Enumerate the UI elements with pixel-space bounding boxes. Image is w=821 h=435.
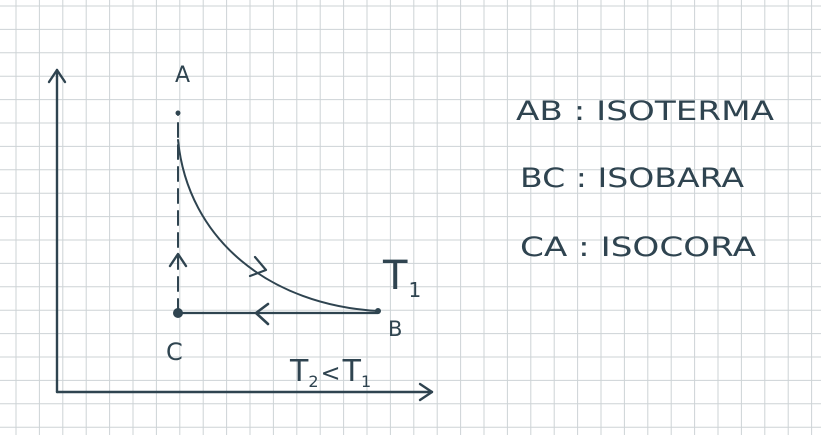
isotherm-curve-ab	[177, 139, 379, 312]
label-a: A	[175, 63, 190, 88]
axes	[47, 68, 434, 402]
arrow-ab-icon	[248, 255, 268, 278]
point-c-dot	[173, 308, 183, 318]
cycle-paths	[168, 111, 380, 326]
label-t2-less-t1: T2<T1	[289, 354, 371, 391]
legend-ab-isoterma: AB : ISOTERMA	[516, 96, 775, 127]
arrow-bc-icon	[254, 302, 270, 326]
label-b: B	[388, 317, 402, 341]
y-axis-arrowhead	[47, 68, 67, 84]
arrow-ca-icon	[168, 252, 188, 268]
label-c: C	[166, 338, 183, 366]
process-legend: AB : ISOTERMA BC : ISOBARA CA : ISOCORA	[516, 96, 775, 263]
legend-bc-isobara: BC : ISOBARA	[520, 163, 745, 194]
point-a-dot	[175, 110, 181, 116]
x-axis-arrowhead	[418, 382, 434, 402]
label-t1: T1	[382, 253, 421, 302]
point-b-dot	[375, 308, 381, 314]
legend-ca-isocora: CA : ISOCORA	[520, 232, 757, 263]
